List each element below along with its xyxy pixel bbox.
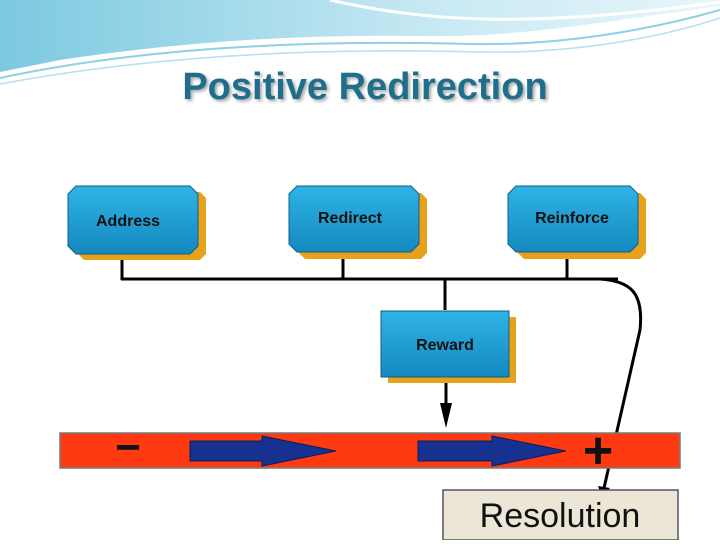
node-reinforce: Reinforce (507, 185, 646, 259)
resolution-label: Resolution (480, 497, 641, 535)
node-address-label: Address (96, 213, 160, 230)
progress-arrow-2 (417, 435, 567, 467)
progress-arrow-1 (189, 435, 337, 467)
scale-minus-sign: − (115, 423, 141, 472)
node-reinforce-label: Reinforce (535, 210, 609, 227)
node-redirect: Redirect (288, 185, 427, 259)
reward-down-arrowhead (440, 403, 452, 428)
node-address: Address (67, 185, 206, 260)
connector-lines (120, 258, 643, 489)
node-reward: Reward (380, 310, 516, 383)
resolution-box: Resolution (442, 489, 679, 541)
slide-title: Positive Redirection (182, 66, 548, 108)
node-reward-label: Reward (416, 337, 474, 354)
scale-plus-sign: + (583, 422, 613, 480)
header-wave (0, 0, 720, 85)
scale-bar: − + (59, 422, 681, 480)
node-redirect-label: Redirect (318, 210, 383, 227)
